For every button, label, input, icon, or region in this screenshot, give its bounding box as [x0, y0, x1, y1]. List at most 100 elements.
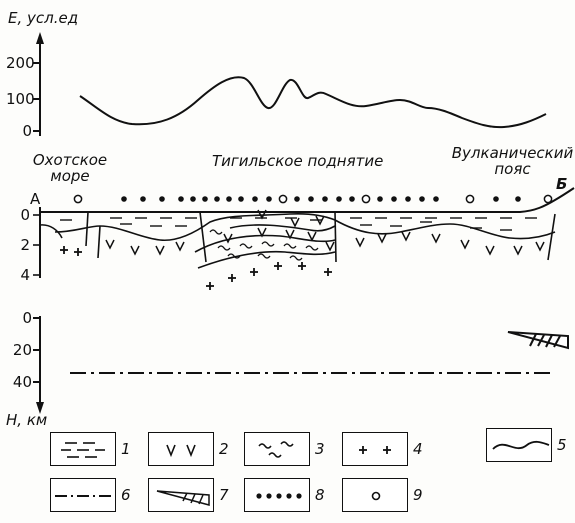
point-a-label: А	[30, 190, 41, 208]
volcanic-mark-4	[223, 233, 233, 244]
volcanic-mark-5	[257, 227, 267, 238]
observation-dot-17	[349, 196, 355, 202]
volcanic-mark-17	[257, 209, 267, 220]
metamorphic-mark-0	[217, 245, 231, 251]
observation-dot-10	[252, 196, 258, 202]
region-label-tigil: Тигильское поднятие	[212, 152, 384, 170]
legend-boundary-box	[486, 428, 552, 462]
observation-dot-6	[202, 196, 208, 202]
legend-num-3: 3	[315, 440, 325, 458]
region-volcanic-line2: пояс	[494, 160, 531, 178]
upper-depth-2: 2	[20, 236, 30, 254]
volcanic-mark-1	[130, 245, 140, 256]
region-label-okhotsk: Охотское море	[20, 152, 120, 184]
legend-granite-box	[342, 432, 408, 466]
observation-dot-25	[493, 196, 499, 202]
legend-num-1: 1	[121, 440, 131, 458]
deep-depth-20: 20	[12, 341, 32, 359]
granite-mark-2	[206, 282, 214, 290]
observation-row	[73, 194, 553, 204]
observation-circle-12	[278, 194, 288, 204]
observation-circle-18	[361, 194, 371, 204]
observation-dot-5	[190, 196, 196, 202]
legend-wedge-box	[148, 478, 214, 512]
v-marks-icon	[166, 444, 196, 458]
legend-num-5: 5	[557, 436, 567, 454]
tilde-marks-icon	[258, 441, 294, 458]
observation-dot-7	[214, 196, 220, 202]
legend-circle-box	[342, 478, 408, 512]
legend-num-4: 4	[413, 440, 423, 458]
metamorphic-mark-5	[227, 253, 241, 259]
metamorphic-mark-7	[289, 255, 303, 261]
cross-section	[33, 187, 575, 278]
granite-mark-6	[298, 262, 306, 270]
layer-line-a	[39, 224, 63, 239]
layer-line-d	[229, 224, 336, 232]
region-okhotsk-line2: море	[50, 167, 90, 185]
volcanic-mark-16	[535, 241, 545, 252]
volcanic-mark-10	[377, 233, 387, 244]
legend-moho-box	[50, 478, 116, 512]
observation-dot-2	[140, 196, 146, 202]
section-marks	[60, 209, 545, 290]
granite-mark-4	[250, 268, 258, 276]
fault-4	[547, 213, 556, 261]
deep-section	[33, 316, 569, 414]
observation-dot-13	[294, 196, 300, 202]
fault-3	[334, 211, 337, 263]
metamorphic-mark-4	[305, 245, 319, 251]
volcanic-mark-6	[285, 229, 295, 240]
deep-depth-40: 40	[12, 373, 32, 391]
e-graph	[33, 32, 547, 136]
volcanic-mark-3	[175, 241, 185, 252]
fault-1	[85, 211, 89, 247]
legend-num-2: 2	[219, 440, 229, 458]
plus-marks-icon	[359, 446, 391, 454]
observation-dot-26	[515, 196, 521, 202]
e-tick-label-100: 100	[6, 90, 35, 108]
e-tick-label-200: 200	[6, 54, 35, 72]
granite-mark-7	[324, 268, 332, 276]
upper-depth-0: 0	[20, 206, 30, 224]
observation-dot-16	[336, 196, 342, 202]
e-axis-arrow	[36, 32, 44, 44]
volcanic-mark-13	[460, 239, 470, 250]
observation-circle-24	[465, 194, 475, 204]
volcanic-mark-2	[155, 245, 165, 256]
upper-depth-4: 4	[20, 266, 30, 284]
layer-line-b	[194, 234, 336, 253]
fault-5	[199, 211, 207, 263]
observation-circle-0	[73, 194, 83, 204]
observation-dot-4	[178, 196, 184, 202]
observation-dot-3	[159, 196, 165, 202]
legend-metamorphic-box	[244, 432, 310, 466]
region-volcanic-line1: Вулканический	[451, 144, 574, 162]
volcanic-mark-18	[290, 217, 300, 228]
granite-mark-5	[274, 262, 282, 270]
granite-mark-1	[74, 248, 82, 256]
depth-axis-label: H, км	[6, 411, 48, 429]
observation-dot-19	[377, 196, 383, 202]
volcanic-mark-8	[325, 241, 335, 252]
metamorphic-mark-1	[239, 243, 253, 249]
legend-num-7: 7	[219, 486, 229, 504]
observation-dot-8	[226, 196, 232, 202]
point-b-label: Б	[556, 175, 568, 193]
observation-dot-11	[266, 196, 272, 202]
legend-num-6: 6	[121, 486, 131, 504]
volcanic-mark-0	[105, 239, 115, 250]
e-tick-label-0: 0	[22, 122, 32, 140]
hatched-wedge-icon	[156, 490, 210, 506]
observation-circle-27	[543, 194, 553, 204]
e-curve	[79, 76, 547, 129]
wavy-line-icon	[492, 440, 550, 450]
metamorphic-mark-6	[257, 253, 271, 259]
circle-icon	[371, 491, 381, 501]
legend-volcanic-box	[148, 432, 214, 466]
observation-dot-1	[121, 196, 127, 202]
granite-mark-0	[60, 246, 68, 254]
region-okhotsk-line1: Охотское	[32, 151, 108, 169]
